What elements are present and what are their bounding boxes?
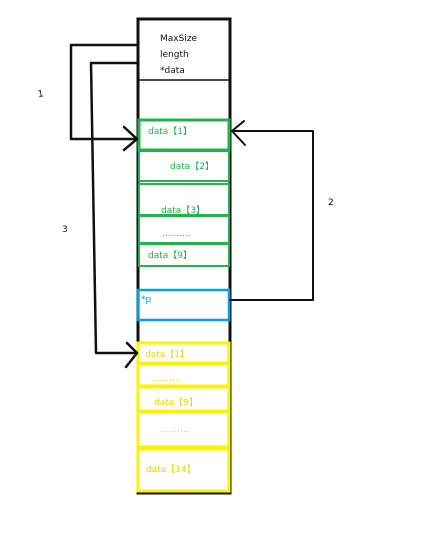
- yellow-label-1: data【1】: [145, 349, 189, 360]
- yellow-label-3: data【9】: [154, 397, 198, 408]
- green-cell-2: [138, 150, 230, 182]
- annotation-3: 3: [62, 225, 68, 235]
- green-label-5: data【9】: [148, 250, 192, 261]
- yellow-block: [136, 341, 231, 493]
- arrow-3: [89, 61, 139, 369]
- pointer-cell: [136, 288, 231, 322]
- green-block: [137, 118, 231, 267]
- pointer-label: *p: [141, 295, 152, 305]
- field-length: length: [160, 50, 189, 60]
- annotation-2: 2: [328, 198, 334, 208]
- yellow-cell-4: [136, 410, 231, 449]
- arrow-1: [69, 43, 139, 152]
- field-data-pointer: *data: [160, 66, 185, 76]
- field-maxsize: MaxSize: [160, 34, 198, 44]
- green-label-1: data【1】: [148, 126, 192, 137]
- yellow-label-2: ..........: [152, 374, 181, 384]
- yellow-label-5: data【14】: [146, 464, 196, 475]
- yellow-labels: data【1】 .......... data【9】 .......... da…: [145, 349, 198, 475]
- arrow-2: [229, 120, 314, 301]
- green-cell-5: [138, 243, 230, 267]
- green-labels: data【1】 data【2】 data【3】 .......... data【…: [148, 126, 214, 261]
- green-label-4: ..........: [162, 229, 191, 239]
- yellow-cell-5: [136, 447, 231, 493]
- green-label-3: data【3】: [161, 205, 205, 216]
- green-label-2: data【2】: [170, 161, 214, 172]
- annotation-1: 1: [37, 89, 44, 100]
- yellow-label-4: ..........: [160, 425, 189, 435]
